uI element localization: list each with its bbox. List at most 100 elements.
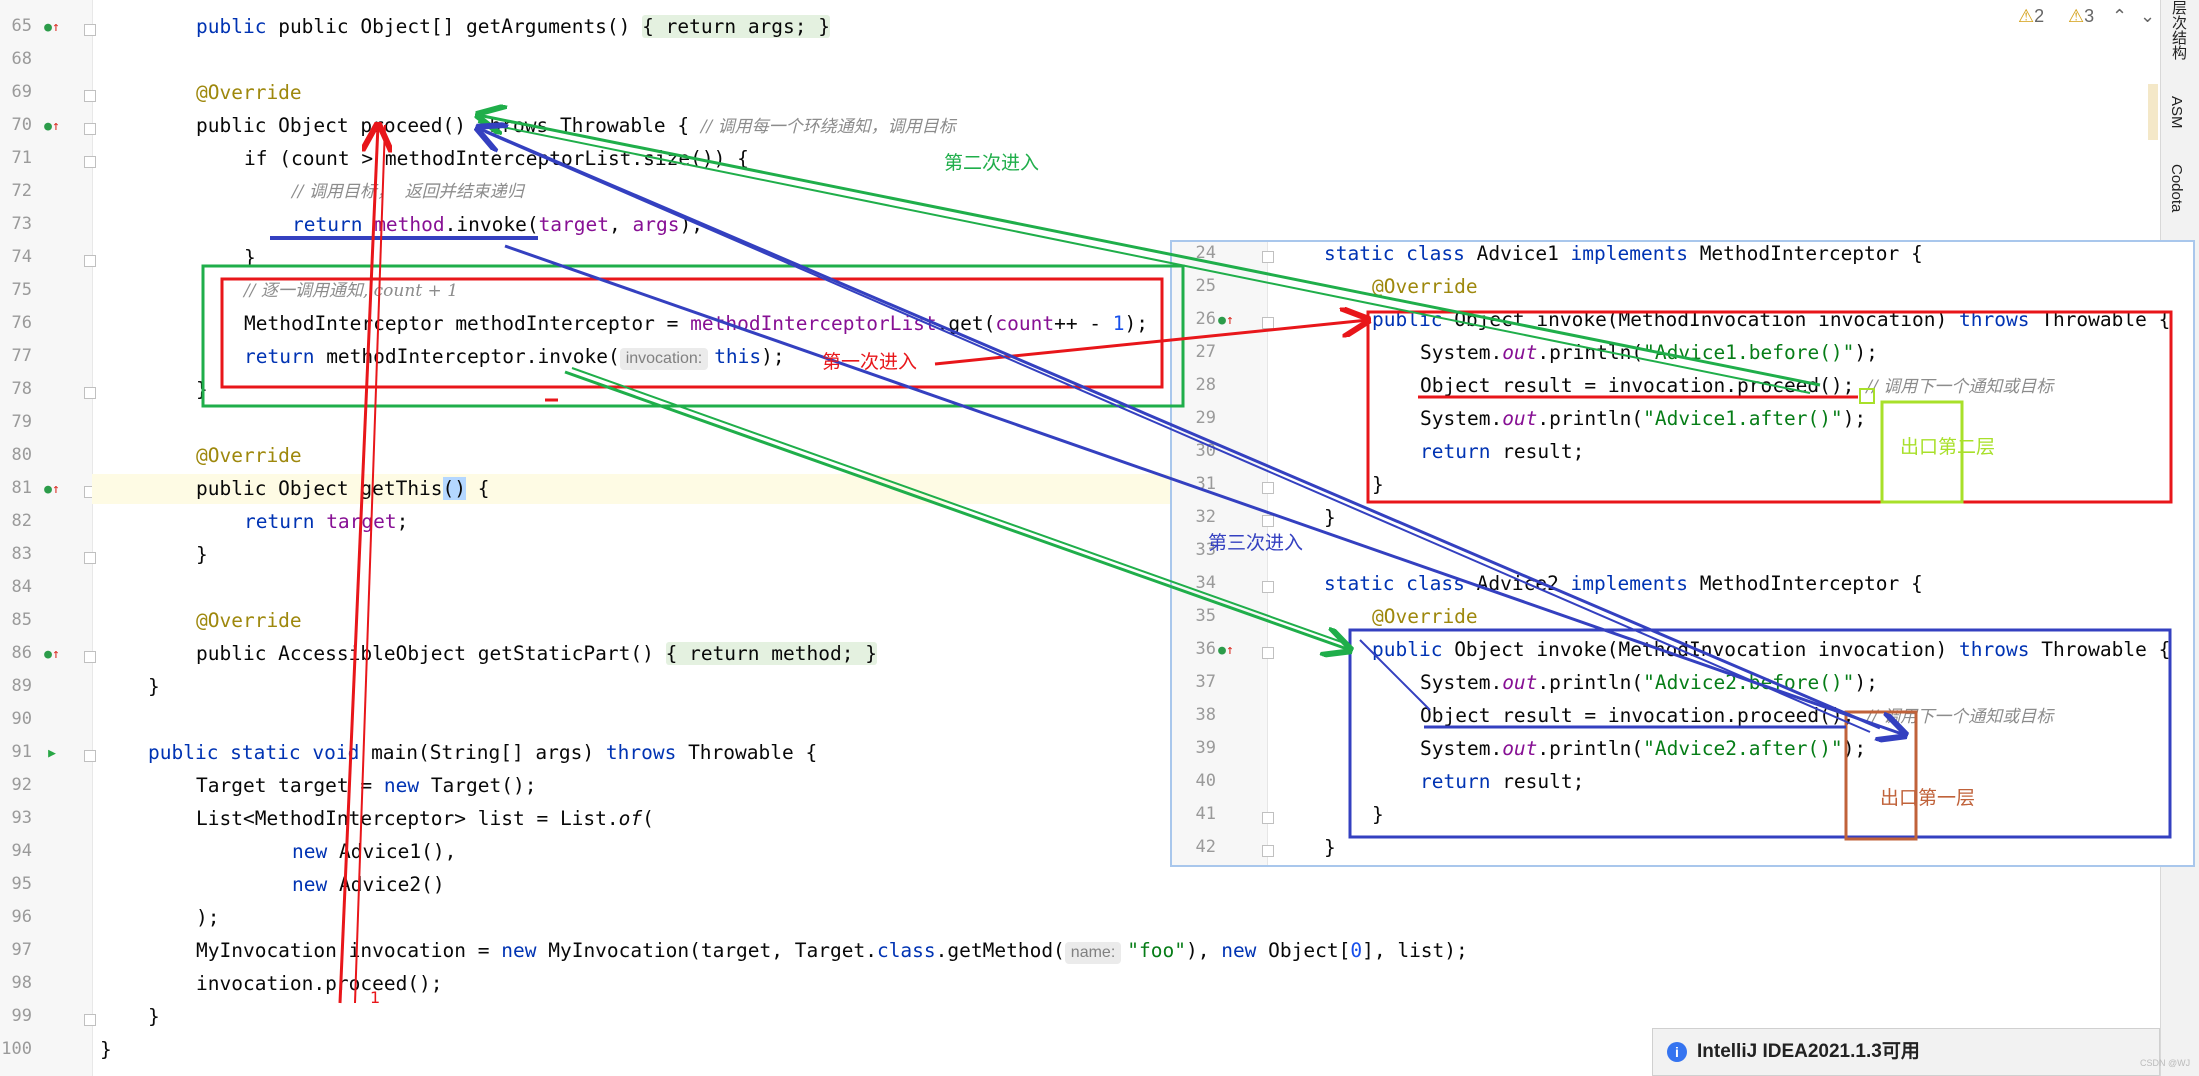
code-line-96[interactable]: ); xyxy=(196,906,220,929)
panel-line-32[interactable]: } xyxy=(1324,506,1336,529)
code-line-74[interactable]: } xyxy=(244,246,256,269)
panel-line-24[interactable]: static class Advice1 implements MethodIn… xyxy=(1324,242,1923,265)
panel-line-number: 42 xyxy=(1195,837,1216,857)
fold-marker-icon[interactable] xyxy=(1262,845,1274,857)
fold-marker-icon[interactable] xyxy=(84,750,96,762)
fold-marker-icon[interactable] xyxy=(1262,581,1274,593)
fold-marker-icon[interactable] xyxy=(84,90,96,102)
code-line-89[interactable]: } xyxy=(148,675,160,698)
code-line-100[interactable]: } xyxy=(100,1038,112,1061)
line-number: 92 xyxy=(11,775,32,795)
fold-marker-icon[interactable] xyxy=(84,651,96,663)
fold-marker-icon[interactable] xyxy=(1262,482,1274,494)
fold-marker-icon[interactable] xyxy=(84,552,96,564)
code-line-98[interactable]: invocation.proceed(); xyxy=(196,972,443,995)
tool-tab-codota[interactable]: Codota xyxy=(2168,164,2185,213)
panel-line-36[interactable]: public Object invoke(MethodInvocation in… xyxy=(1372,638,2171,661)
fold-marker-icon[interactable] xyxy=(84,123,96,135)
code-line-95[interactable]: new Advice2() xyxy=(292,873,445,896)
panel-line-31[interactable]: } xyxy=(1372,473,1384,496)
fold-marker-icon[interactable] xyxy=(1262,317,1274,329)
line-number: 82 xyxy=(11,511,32,531)
line-number: 94 xyxy=(11,841,32,861)
override-gutter-icon[interactable]: ●↑ xyxy=(44,119,60,134)
override-gutter-icon[interactable]: ●↑ xyxy=(44,20,60,35)
code-line-81[interactable]: public Object getThis() { xyxy=(196,477,490,500)
fold-marker-icon[interactable] xyxy=(84,387,96,399)
code-line-65[interactable]: public public Object[] getArguments() { … xyxy=(196,15,830,38)
run-gutter-icon[interactable]: ▶ xyxy=(48,746,56,761)
notification-text: IntelliJ IDEA2021.1.3可用 xyxy=(1697,1041,1920,1062)
panel-line-number: 39 xyxy=(1195,738,1216,758)
panel-line-27[interactable]: System.out.println("Advice1.before()"); xyxy=(1420,341,1878,364)
panel-line-26[interactable]: public Object invoke(MethodInvocation in… xyxy=(1372,308,2171,331)
code-line-73[interactable]: return method.invoke(target, args); xyxy=(292,213,703,236)
code-line-78[interactable]: } xyxy=(196,378,208,401)
panel-line-42[interactable]: } xyxy=(1324,836,1336,859)
panel-line-39[interactable]: System.out.println("Advice2.after()"); xyxy=(1420,737,1867,760)
folded-region[interactable]: { return method; } xyxy=(665,642,877,665)
override-gutter-icon[interactable]: ●↑ xyxy=(1218,643,1234,658)
next-highlight-icon[interactable]: ⌄ xyxy=(2140,6,2156,26)
panel-line-number: 37 xyxy=(1195,672,1216,692)
weak-warning-count[interactable]: ⚠3 xyxy=(2068,6,2095,26)
fold-marker-icon[interactable] xyxy=(84,24,96,36)
annotation: @Override xyxy=(196,81,302,104)
override-gutter-icon[interactable]: ●↑ xyxy=(1218,313,1234,328)
panel-line-number: 30 xyxy=(1195,441,1216,461)
code-line-71[interactable]: if (count > methodInterceptorList.size()… xyxy=(244,147,749,170)
panel-line-number: 32 xyxy=(1195,507,1216,527)
annotation: @Override xyxy=(1372,275,1478,298)
fold-marker-icon[interactable] xyxy=(84,156,96,168)
panel-line-30[interactable]: return result; xyxy=(1420,440,1585,463)
line-number: 95 xyxy=(11,874,32,894)
code-line-77[interactable]: return methodInterceptor.invoke(invocati… xyxy=(244,345,785,370)
fold-marker-icon[interactable] xyxy=(1262,251,1274,263)
code-line-86[interactable]: public AccessibleObject getStaticPart() … xyxy=(196,642,877,665)
line-number: 80 xyxy=(11,445,32,465)
previous-highlight-icon[interactable]: ⌃ xyxy=(2112,6,2128,26)
annotation: @Override xyxy=(1372,605,1478,628)
panel-line-41[interactable]: } xyxy=(1372,803,1384,826)
code-line-83[interactable]: } xyxy=(196,543,208,566)
panel-line-34[interactable]: static class Advice2 implements MethodIn… xyxy=(1324,572,1923,595)
code-line-70[interactable]: public Object proceed() throws Throwable… xyxy=(196,114,956,137)
line-number: 65 xyxy=(11,16,32,36)
label-one: 1 xyxy=(370,988,381,1007)
line-number: 72 xyxy=(11,181,32,201)
fold-marker-icon[interactable] xyxy=(1262,515,1274,527)
override-gutter-icon[interactable]: ●↑ xyxy=(44,647,60,662)
folded-region[interactable]: { return args; } xyxy=(642,15,830,38)
line-number: 98 xyxy=(11,973,32,993)
fold-marker-icon[interactable] xyxy=(1262,647,1274,659)
fold-marker-icon[interactable] xyxy=(1262,812,1274,824)
code-line-76[interactable]: MethodInterceptor methodInterceptor = me… xyxy=(244,312,1149,335)
line-number: 89 xyxy=(11,676,32,696)
line-number: 86 xyxy=(11,643,32,663)
scroll-marker[interactable] xyxy=(2148,84,2158,140)
override-gutter-icon[interactable]: ●↑ xyxy=(44,482,60,497)
fold-marker-icon[interactable] xyxy=(84,1014,96,1026)
warning-count[interactable]: ⚠2 xyxy=(2018,6,2045,26)
code-line-93[interactable]: List<MethodInterceptor> list = List.of( xyxy=(196,807,654,830)
fold-marker-icon[interactable] xyxy=(84,255,96,267)
panel-line-29[interactable]: System.out.println("Advice1.after()"); xyxy=(1420,407,1867,430)
code-line-99[interactable]: } xyxy=(148,1005,160,1028)
code-line-91[interactable]: public static void main(String[] args) t… xyxy=(148,741,818,764)
panel-line-38[interactable]: Object result = invocation.proceed();// … xyxy=(1420,704,2054,727)
code-line-82[interactable]: return target; xyxy=(244,510,409,533)
parameter-hint: name: xyxy=(1064,942,1122,964)
panel-line-40[interactable]: return result; xyxy=(1420,770,1585,793)
code-line-97[interactable]: MyInvocation invocation = new MyInvocati… xyxy=(196,939,1468,964)
line-number: 71 xyxy=(11,148,32,168)
panel-line-number: 34 xyxy=(1195,573,1216,593)
tool-tab-asm[interactable]: ASM xyxy=(2168,96,2185,129)
tool-tab-hierarchy[interactable]: 层次结构 xyxy=(2170,0,2187,60)
panel-line-37[interactable]: System.out.println("Advice2.before()"); xyxy=(1420,671,1878,694)
code-line-94[interactable]: new Advice1(), xyxy=(292,840,457,863)
panel-line-28[interactable]: Object result = invocation.proceed();// … xyxy=(1420,374,2054,397)
code-line-92[interactable]: Target target = new Target(); xyxy=(196,774,537,797)
line-number: 79 xyxy=(11,412,32,432)
